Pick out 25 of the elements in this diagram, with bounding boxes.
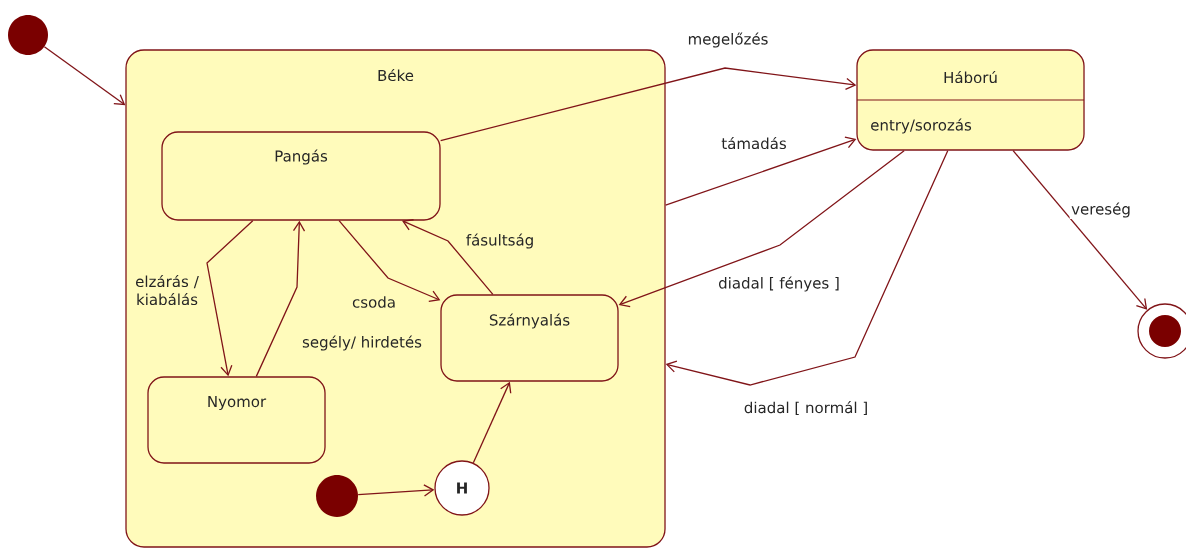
transition-arrow	[665, 150, 949, 386]
state-box: Szárnyalás	[440, 294, 619, 382]
state-box: Nyomor	[147, 376, 326, 464]
edge-label: támadás	[719, 135, 789, 151]
initial-state-dot	[316, 475, 358, 517]
state-box: Háború entry/sorozás	[856, 49, 1085, 151]
edge-label: diadal [ fényes ]	[716, 274, 842, 294]
transition-arrow	[472, 381, 512, 464]
edge-label: diadal [ normál ]	[742, 399, 870, 417]
edge-label: elzárás / kiabálás	[130, 273, 204, 307]
transition-arrow	[618, 150, 905, 308]
transition-arrow	[206, 220, 254, 377]
transition-arrow	[1012, 150, 1148, 310]
transition-arrow	[401, 219, 494, 295]
final-state-circle	[1137, 303, 1186, 359]
transition-arrow	[440, 67, 857, 142]
edge-label: megelőzés	[686, 30, 770, 50]
edge-label: vereség	[1069, 200, 1133, 220]
transition-arrow	[43, 46, 126, 106]
transition-arrow	[665, 136, 857, 206]
transition-arrow	[255, 220, 306, 377]
transition-arrow	[338, 220, 441, 302]
state-box: Pangás	[161, 131, 441, 221]
initial-state-dot	[8, 15, 48, 55]
transition-arrow	[357, 484, 435, 497]
